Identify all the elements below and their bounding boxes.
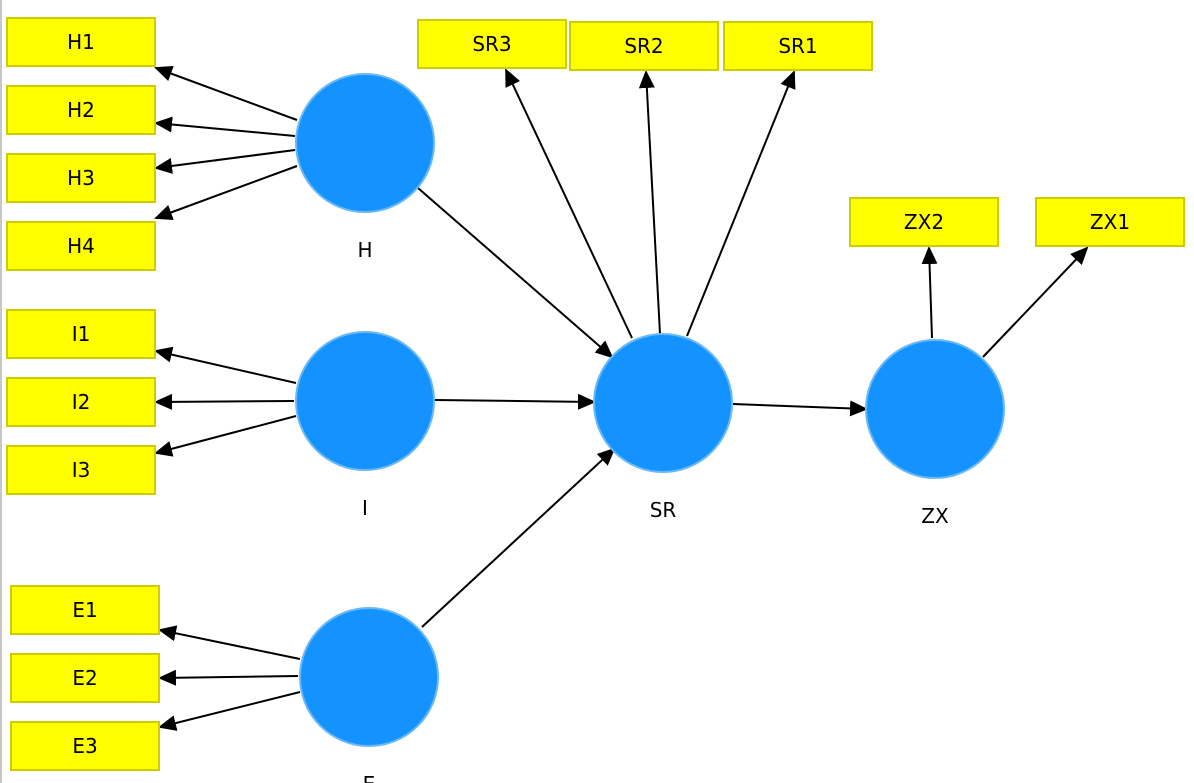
loading-arrow-e-e2[interactable] [158,669,299,686]
indicator-e1[interactable]: E1 [10,585,160,635]
latent-circle[interactable] [593,333,733,473]
indicator-box[interactable] [569,21,719,71]
latent-variable-zx[interactable]: ZX [865,339,1005,528]
canvas-left-border [0,0,2,783]
latent-label: H [357,238,372,262]
loading-arrow-sr-sr1[interactable] [686,70,796,337]
indicator-label: SR2 [624,34,663,58]
indicator-box[interactable] [723,21,873,71]
loading-arrow-i-i2[interactable] [154,393,295,410]
latent-label: I [362,496,368,520]
loading-arrow-zx-zx2[interactable] [921,246,938,339]
loading-arrow-e-e1[interactable] [158,625,301,660]
loading-arrow-zx-zx1[interactable] [982,246,1089,358]
edges-layer [154,66,1089,731]
loading-arrow-h-h3[interactable] [154,149,296,174]
indicator-label: I2 [72,390,91,414]
latent-label: E [363,772,376,783]
indicator-box[interactable] [6,377,156,427]
latent-variable-sr[interactable]: SR [593,333,733,522]
path-arrow-e-to-sr[interactable] [421,447,616,628]
path-arrow-h-to-sr[interactable] [417,187,614,359]
indicator-box[interactable] [10,653,160,703]
indicator-label: E2 [72,666,97,690]
indicator-sr1[interactable]: SR1 [723,21,873,71]
indicator-box[interactable] [6,445,156,495]
indicator-h2[interactable]: H2 [6,85,156,135]
loading-arrow-sr-sr2[interactable] [638,70,661,335]
indicator-e2[interactable]: E2 [10,653,160,703]
indicator-h3[interactable]: H3 [6,153,156,203]
latents-layer: H I E SR ZX [295,73,1005,783]
path-arrow-i-to-sr[interactable] [434,393,596,410]
indicator-box[interactable] [6,221,156,271]
indicator-label: SR1 [778,34,817,58]
indicator-i3[interactable]: I3 [6,445,156,495]
indicator-h4[interactable]: H4 [6,221,156,271]
indicator-label: ZX1 [1090,210,1130,234]
latent-circle[interactable] [295,73,435,213]
indicator-box[interactable] [6,17,156,67]
indicator-label: ZX2 [904,210,944,234]
loading-arrow-sr-sr3[interactable] [505,68,633,339]
indicator-sr2[interactable]: SR2 [569,21,719,71]
indicator-label: SR3 [472,32,511,56]
latent-label: ZX [921,504,949,528]
indicator-label: H1 [67,30,95,54]
indicator-box[interactable] [10,721,160,771]
indicator-box[interactable] [417,19,567,69]
latent-variable-e[interactable]: E [299,607,439,783]
indicator-box[interactable] [1035,197,1185,247]
loading-arrow-h-h2[interactable] [154,116,296,137]
indicator-sr3[interactable]: SR3 [417,19,567,69]
latent-label: SR [650,498,677,522]
indicator-label: I3 [72,458,91,482]
latent-circle[interactable] [865,339,1005,479]
indicator-h1[interactable]: H1 [6,17,156,67]
path-arrow-sr-to-zx[interactable] [732,400,868,417]
loading-arrow-h-h4[interactable] [154,165,298,220]
latent-variable-h[interactable]: H [295,73,435,262]
latent-circle[interactable] [295,331,435,471]
indicator-label: I1 [72,322,91,346]
loading-arrow-i-i3[interactable] [154,415,297,457]
indicator-box[interactable] [10,585,160,635]
indicator-label: E1 [72,598,97,622]
indicator-box[interactable] [6,85,156,135]
indicator-box[interactable] [849,197,999,247]
latent-circle[interactable] [299,607,439,747]
indicator-i1[interactable]: I1 [6,309,156,359]
indicator-e3[interactable]: E3 [10,721,160,771]
indicator-i2[interactable]: I2 [6,377,156,427]
indicator-zx1[interactable]: ZX1 [1035,197,1185,247]
indicator-label: H3 [67,166,95,190]
latent-variable-i[interactable]: I [295,331,435,520]
indicator-zx2[interactable]: ZX2 [849,197,999,247]
indicator-label: E3 [72,734,97,758]
loading-arrow-h-h1[interactable] [154,66,298,121]
loading-arrow-e-e3[interactable] [158,691,301,731]
indicator-box[interactable] [6,309,156,359]
loading-arrow-i-i1[interactable] [154,346,297,384]
indicator-label: H2 [67,98,95,122]
indicator-box[interactable] [6,153,156,203]
indicator-label: H4 [67,234,95,258]
